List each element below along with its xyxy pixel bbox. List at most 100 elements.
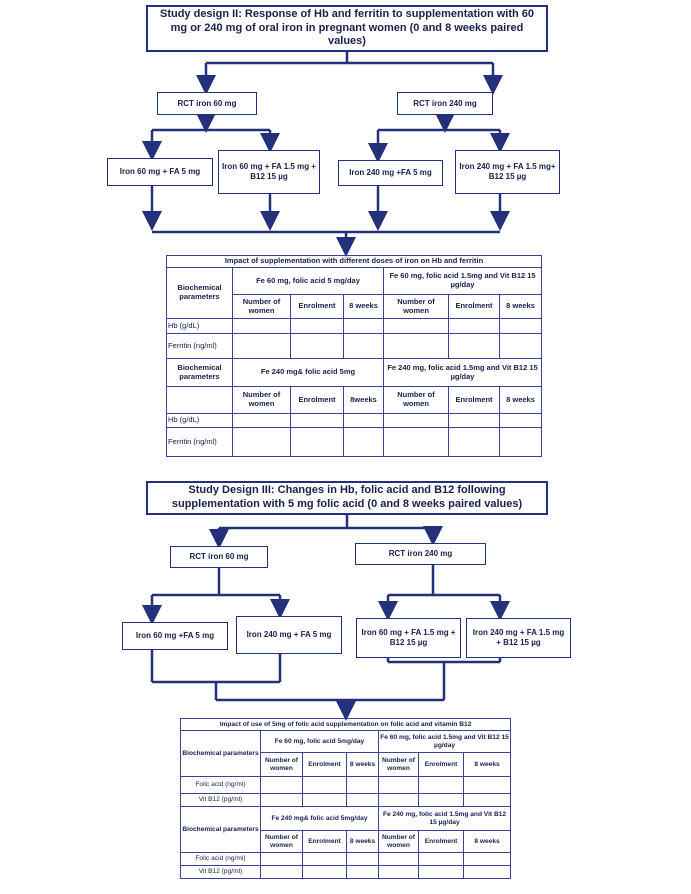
empty-cell [346, 865, 379, 879]
design2-arm-3: Iron 240 mg +FA 5 mg [338, 160, 443, 186]
empty-cell [448, 333, 500, 359]
design2-arm-1: Iron 60 mg + FA 5 mg [107, 158, 213, 186]
col-header: Number of women [232, 386, 291, 414]
col-header: 8 weeks [462, 752, 512, 777]
col-header: 8 weeks [346, 752, 379, 777]
param-header: Biochemical parameters [166, 267, 233, 319]
empty-cell [378, 852, 419, 866]
col-header: Number of women [378, 752, 419, 777]
col-header: 8weeks [343, 386, 384, 414]
empty-cell [346, 852, 379, 866]
empty-cell [498, 333, 543, 359]
row-label: Hb (g/dL) [166, 413, 233, 428]
empty-cell [232, 413, 291, 428]
col-header: Number of women [383, 386, 449, 414]
empty-cell [343, 413, 384, 428]
empty-cell [462, 865, 512, 879]
design2-arm-4: Iron 240 mg + FA 1.5 mg+ B12 15 µg [455, 150, 560, 194]
col-header: Enrolment [290, 294, 344, 319]
empty-cell [302, 865, 347, 879]
col-header: 8 weeks [346, 830, 379, 853]
row-label: Vit B12 (pg/ml) [180, 793, 261, 807]
col-header: Number of women [232, 294, 291, 319]
design2-title: Study design II: Response of Hb and ferr… [146, 5, 548, 52]
param-header: Biochemical parameters [180, 730, 261, 777]
empty-cell [260, 776, 303, 794]
empty-cell [383, 427, 449, 457]
group-header: Fe 240 mg& folic acid 5mg/day [260, 806, 379, 831]
col-header: Enrolment [448, 294, 500, 319]
empty-cell [462, 776, 512, 794]
design2-arm-2: Iron 60 mg + FA 1.5 mg + B12 15 µg [218, 150, 320, 194]
col-header: Enrolment [418, 752, 464, 777]
empty-cell [448, 413, 500, 428]
design3-results-table: Impact of use of 5mg of folic acid suppl… [179, 718, 512, 879]
empty-cell [378, 865, 419, 879]
col-header: 8 weeks [498, 386, 543, 414]
empty-cell [383, 318, 449, 334]
empty-cell [260, 865, 303, 879]
empty-cell [232, 427, 291, 457]
empty-cell [498, 413, 543, 428]
empty-cell [260, 793, 303, 807]
group-header: Fe 240 mg& folic acid 5mg [232, 358, 384, 387]
row-label: Ferritin (ng/ml) [166, 427, 233, 457]
empty-cell [302, 852, 347, 866]
group-header: Fe 60 mg, folic acid 1.5mg and Vit B12 1… [377, 730, 512, 753]
empty-cell [232, 318, 291, 334]
empty-cell [302, 793, 347, 807]
col-header: 8 weeks [462, 830, 512, 853]
col-header: Enrolment [448, 386, 500, 414]
empty-cell [378, 776, 419, 794]
empty-cell [343, 318, 384, 334]
design2-rct-240: RCT iron 240 mg [397, 92, 493, 115]
empty-cell [302, 776, 347, 794]
empty-cell [418, 793, 464, 807]
empty-cell [290, 318, 344, 334]
row-label: Hb (g/dL) [166, 318, 233, 334]
table-title: Impact of use of 5mg of folic acid suppl… [179, 718, 512, 731]
col-header: 8 weeks [498, 294, 543, 319]
design3-arm-2: Iron 240 mg + FA 5 mg [236, 616, 342, 654]
col-header: Enrolment [290, 386, 344, 414]
empty-cell [462, 852, 512, 866]
empty-cell [290, 333, 344, 359]
col-header: Enrolment [418, 830, 464, 853]
empty-cell [498, 427, 543, 457]
design2-results-table: Impact of supplementation with different… [165, 255, 543, 457]
group-header: Fe 60 mg, folic acid 5 mg/day [232, 267, 384, 295]
col-header: 8 weeks [343, 294, 384, 319]
empty-cell [418, 776, 464, 794]
empty-cell [346, 793, 379, 807]
col-header: Enrolment [302, 752, 347, 777]
empty-cell [448, 427, 500, 457]
empty-cell [448, 318, 500, 334]
col-header: Number of women [260, 830, 303, 853]
row-label: Folic acid (ng/ml) [180, 776, 261, 794]
col-header: Number of women [260, 752, 303, 777]
empty-cell [343, 427, 384, 457]
empty-cell [378, 793, 419, 807]
empty-cell [343, 333, 384, 359]
group-header: Fe 60 mg, folic acid 1.5mg and Vit B12 1… [382, 267, 543, 295]
empty-cell [383, 413, 449, 428]
empty-cell [418, 865, 464, 879]
empty-cell [290, 427, 344, 457]
param-header: Biochemical parameters [180, 806, 261, 853]
group-header: Fe 60 mg, folic acid 5mg/day [260, 730, 379, 753]
empty-cell [346, 776, 379, 794]
col-header: Number of women [378, 830, 419, 853]
design3-arm-1: Iron 60 mg +FA 5 mg [122, 622, 228, 650]
empty-cell [260, 852, 303, 866]
group-header: Fe 240 mg, folic acid 1.5mg and Vit B12 … [377, 806, 512, 831]
design3-arm-3: Iron 60 mg + FA 1.5 mg + B12 15 µg [356, 618, 461, 658]
group-header: Fe 240 mg, folic acid 1.5mg and Vit B12 … [382, 358, 543, 387]
empty-cell [498, 318, 543, 334]
design3-arm-4: Iron 240 mg + FA 1.5 mg + B12 15 µg [466, 618, 571, 658]
row-label: Vit B12 (pg/ml) [180, 865, 261, 879]
empty-cell [166, 386, 233, 414]
design3-rct-240: RCT iron 240 mg [355, 543, 486, 565]
empty-cell [290, 413, 344, 428]
